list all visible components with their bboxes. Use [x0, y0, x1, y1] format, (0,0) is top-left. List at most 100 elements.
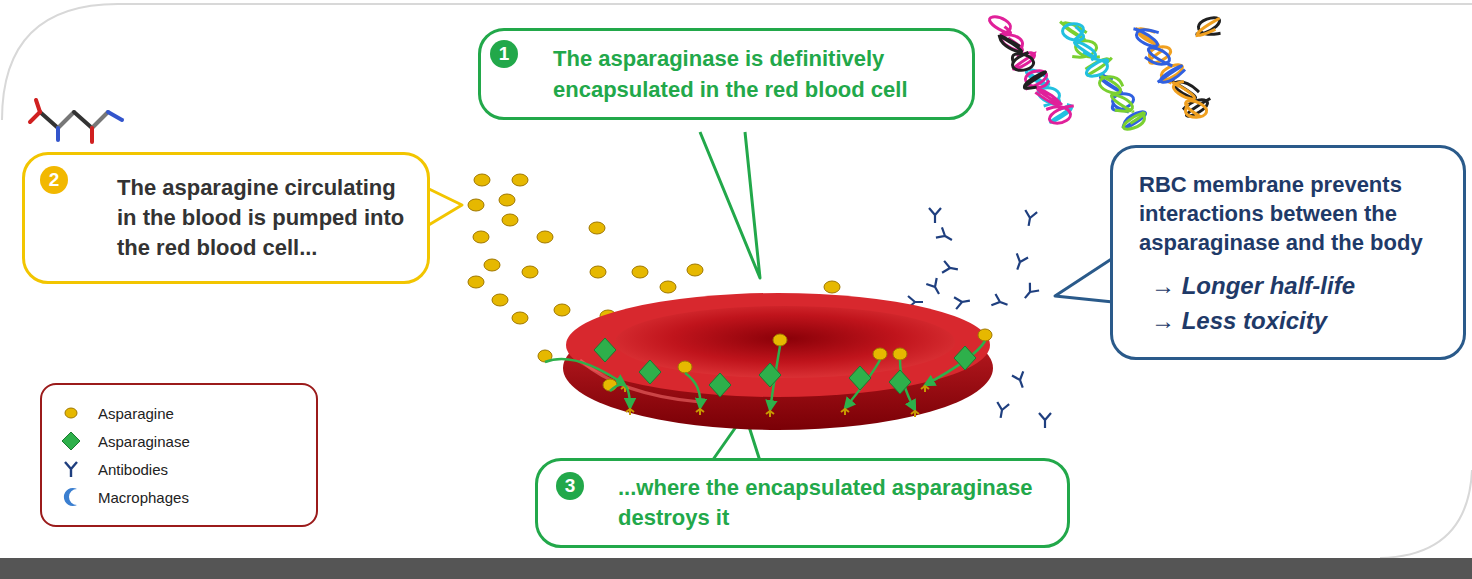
antibody-symbol — [1020, 283, 1039, 302]
drawing-part — [65, 462, 77, 477]
asparagine-dot — [873, 348, 887, 360]
callout-bubble: The asparaginase is definitively encapsu… — [478, 28, 975, 120]
product-fragment — [911, 411, 919, 417]
antibody-symbol — [926, 278, 944, 297]
antibody-symbol — [1012, 253, 1028, 271]
protein-strand — [1123, 112, 1146, 128]
benefit-text: → Less toxicity — [1139, 306, 1441, 335]
product-fragment — [841, 409, 849, 415]
asparagine-dot — [632, 266, 648, 278]
asparaginase-diamond — [759, 363, 781, 387]
benefit-text: → Longer half-life — [1139, 271, 1441, 300]
antibody-symbol — [995, 402, 1009, 419]
callout-text: The asparaginase is definitively encapsu… — [553, 43, 952, 105]
callout-number: 1 — [490, 40, 518, 68]
protein-strand — [1158, 66, 1185, 82]
protein-strand — [1063, 24, 1084, 40]
drawing-part — [58, 112, 74, 128]
protein-strand — [1112, 94, 1133, 112]
protein-strand — [1035, 89, 1062, 105]
asparaginase-diamond — [594, 338, 616, 362]
legend-swatch — [60, 402, 82, 424]
protein-strand — [1185, 101, 1206, 117]
product-fragment — [696, 409, 704, 415]
asparagine-dot — [687, 264, 703, 276]
drawing-part — [580, 360, 700, 402]
protein-strand — [999, 35, 1021, 52]
asparagine-dot — [474, 174, 490, 186]
protein-strand — [1145, 48, 1172, 66]
drawing-part — [30, 112, 40, 122]
antibody-symbol — [936, 227, 955, 245]
protein-strand — [1086, 58, 1107, 76]
legend-row: Asparagine — [60, 399, 298, 427]
antibody-symbol — [1012, 371, 1028, 389]
asparaginase-diamond — [639, 360, 661, 384]
protein-strand — [1197, 19, 1219, 37]
page-frame — [1380, 470, 1472, 558]
callout-text: The asparagine circulating in the blood … — [117, 173, 411, 263]
antibody-symbol — [954, 295, 971, 309]
drawing-part — [700, 132, 760, 278]
asparagine-dot — [468, 276, 484, 288]
drawing-part — [1055, 258, 1113, 302]
legend-row: Macrophages — [60, 483, 298, 511]
product-fragment — [921, 386, 929, 392]
antibody-symbol — [942, 261, 959, 275]
protein-strand — [1046, 106, 1074, 123]
asparagine-dot — [978, 329, 992, 341]
asparagine-dot — [893, 348, 907, 360]
bottom-bar — [0, 558, 1472, 579]
reaction-arrow — [685, 373, 700, 408]
asparaginase-diamond — [954, 346, 976, 370]
legend-swatch — [60, 458, 82, 480]
callout-text: RBC membrane prevents interactions betwe… — [1139, 170, 1441, 257]
drawing-part — [427, 188, 462, 226]
asparagine-dot — [773, 334, 787, 346]
legend-text: Asparagine — [98, 405, 174, 422]
asparagine-dot — [660, 281, 676, 293]
asparagine-dot — [473, 231, 489, 243]
drawing-part — [74, 112, 92, 128]
asparagine-dot — [522, 266, 538, 278]
legend-swatch — [60, 430, 82, 452]
callout-bubble: The asparagine circulating in the blood … — [22, 152, 430, 284]
legend-row: Asparaginase — [60, 427, 298, 455]
drawing-part — [92, 112, 108, 128]
callout-number: 2 — [40, 166, 68, 194]
protein-strand — [1012, 52, 1033, 70]
drawing-part — [56, 128, 60, 140]
asparagine-dot — [492, 294, 508, 306]
drawing-part — [108, 112, 122, 120]
drawing-part — [40, 112, 58, 128]
protein-strand — [1111, 95, 1133, 111]
drawing-part — [64, 488, 77, 506]
callout-bubble: RBC membrane prevents interactions betwe… — [1110, 145, 1466, 360]
protein-strand — [1123, 112, 1144, 129]
antibody-symbol — [1039, 413, 1051, 428]
antibody-symbol — [1023, 210, 1037, 227]
protein-strand — [990, 17, 1011, 35]
drawing-part — [65, 408, 77, 418]
antibody-symbol — [929, 208, 941, 223]
asparagine-dot — [590, 266, 606, 278]
asparaginase-diamond — [889, 370, 911, 394]
asparagine-dot — [484, 259, 500, 271]
asparagine-dot — [678, 361, 692, 373]
callout-tails — [427, 132, 1113, 461]
asparaginase-diamond — [709, 373, 731, 397]
asparagine-dot — [537, 231, 553, 243]
protein-strand — [1133, 29, 1158, 46]
antibody-symbol — [991, 294, 1009, 310]
legend-swatch — [60, 486, 82, 508]
asparagine-dot — [502, 214, 518, 226]
asparagine-dot — [512, 312, 528, 324]
asparaginase-diamond — [849, 366, 871, 390]
protein-strand — [1173, 81, 1194, 99]
asparagine-dot — [589, 222, 605, 234]
reaction-arrow — [925, 341, 985, 385]
legend-text: Macrophages — [98, 489, 189, 506]
asparagine-molecule — [30, 100, 122, 142]
legend-row: Antibodies — [60, 455, 298, 483]
asparagine-dot — [554, 304, 570, 316]
